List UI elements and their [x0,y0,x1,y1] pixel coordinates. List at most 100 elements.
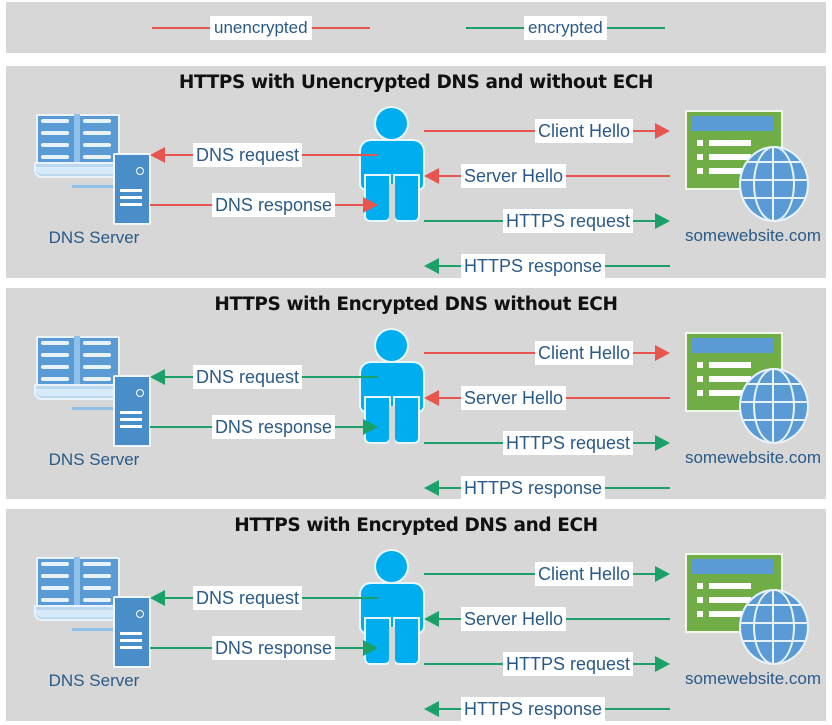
legend-line-unencrypted-right [311,27,370,29]
book-text-line [83,155,111,159]
flow-line [302,376,378,378]
arrow-head-right [655,435,670,451]
flow-line [439,175,461,177]
dns-server-icon [30,112,165,227]
flow-line [424,442,503,444]
server-stripe [120,639,142,642]
globe-icon [739,589,809,665]
flow-client-hello: Client Hello [424,118,670,144]
flow-label: HTTPS request [502,431,633,455]
user-person-icon [358,551,426,663]
book-text-line [83,353,111,357]
window-list-bullet [697,611,703,617]
person-head [376,330,407,361]
flow-line [335,647,363,649]
window-titlebar [692,116,774,131]
open-book-icon [34,334,124,400]
arrow-head-right [655,213,670,229]
globe-ellipse [753,148,795,220]
arrow-head-left [424,390,439,406]
flow-line [335,204,363,206]
server-stripe [120,203,142,206]
person-leg-gap [389,406,395,442]
website-caption: somewebsite.com [684,448,822,467]
flow-line [566,618,670,620]
person-leg-right [395,176,418,220]
book-text-line [41,353,69,357]
open-book-icon [34,555,124,621]
flow-line [424,663,503,665]
legend-line-encrypted [466,27,524,29]
legend-item-encrypted: encrypted [466,16,665,40]
flow-label: HTTPS response [461,254,606,278]
book-text-line [83,365,111,369]
website-icon [681,110,821,230]
dns-connector-line [72,628,117,631]
server-stripe [120,189,142,192]
window-list-line [709,597,751,603]
legend-line-encrypted-right [606,27,665,29]
flow-label: Client Hello [534,562,633,586]
flow-client-hello: Client Hello [424,340,670,366]
legend-label-unencrypted: unencrypted [210,16,312,40]
window-list-bullet [697,140,703,146]
book-text-line [83,119,111,123]
legend-item-unencrypted: unencrypted [152,16,370,40]
diagram-panel-1: HTTPS with Unencrypted DNS and without E… [6,66,826,278]
book-text-line [83,574,111,578]
flow-label: Server Hello [461,164,567,188]
legend-panel: unencrypted encrypted [6,2,826,53]
server-tower-icon [113,596,151,668]
arrow-head-left [150,590,165,606]
book-text-line [83,131,111,135]
server-tower-icon [113,153,151,225]
person-leg-right [395,619,418,663]
server-gear-icon [136,610,144,618]
flow-line [633,663,655,665]
window-list-bullet [697,390,703,396]
window-list-line [709,154,751,160]
flow-server-hello: Server Hello [424,163,670,189]
arrow-head-left [150,369,165,385]
arrow-head-left [424,168,439,184]
person-leg-gap [389,184,395,220]
person-leg-gap [389,627,395,663]
dns-server-caption: DNS Server [48,450,140,469]
panel-title: HTTPS with Unencrypted DNS and without E… [178,72,654,93]
book-text-line [83,143,111,147]
window-list-line [709,168,751,174]
arrow-head-right [655,123,670,139]
globe-icon [739,146,809,222]
window-list-bullet [697,376,703,382]
server-tower-icon [113,375,151,447]
flow-label: Server Hello [461,386,567,410]
book-text-line [41,377,69,381]
flow-line [566,397,670,399]
server-stripe [120,632,142,635]
flow-https-response: HTTPS response [424,253,670,279]
flow-line [633,442,655,444]
flow-line [150,426,212,428]
flow-line [150,647,212,649]
person-leg-right [395,398,418,442]
website-icon [681,553,821,673]
book-text-line [41,341,69,345]
website-caption: somewebsite.com [684,226,822,245]
arrow-head-right [655,345,670,361]
flow-line [605,265,670,267]
flow-dns response: DNS response [150,414,378,440]
book-spine [74,557,80,609]
flow-line [566,175,670,177]
window-list-line [709,362,751,368]
flow-line [424,352,535,354]
book-page-left [36,114,78,170]
flow-line [439,708,461,710]
arrow-head-left [424,258,439,274]
arrow-head-right [655,566,670,582]
server-stripe [120,418,142,421]
book-text-line [41,598,69,602]
flow-line [633,352,655,354]
flow-dns request: DNS request [150,142,378,168]
book-text-line [41,143,69,147]
flow-line [605,708,670,710]
